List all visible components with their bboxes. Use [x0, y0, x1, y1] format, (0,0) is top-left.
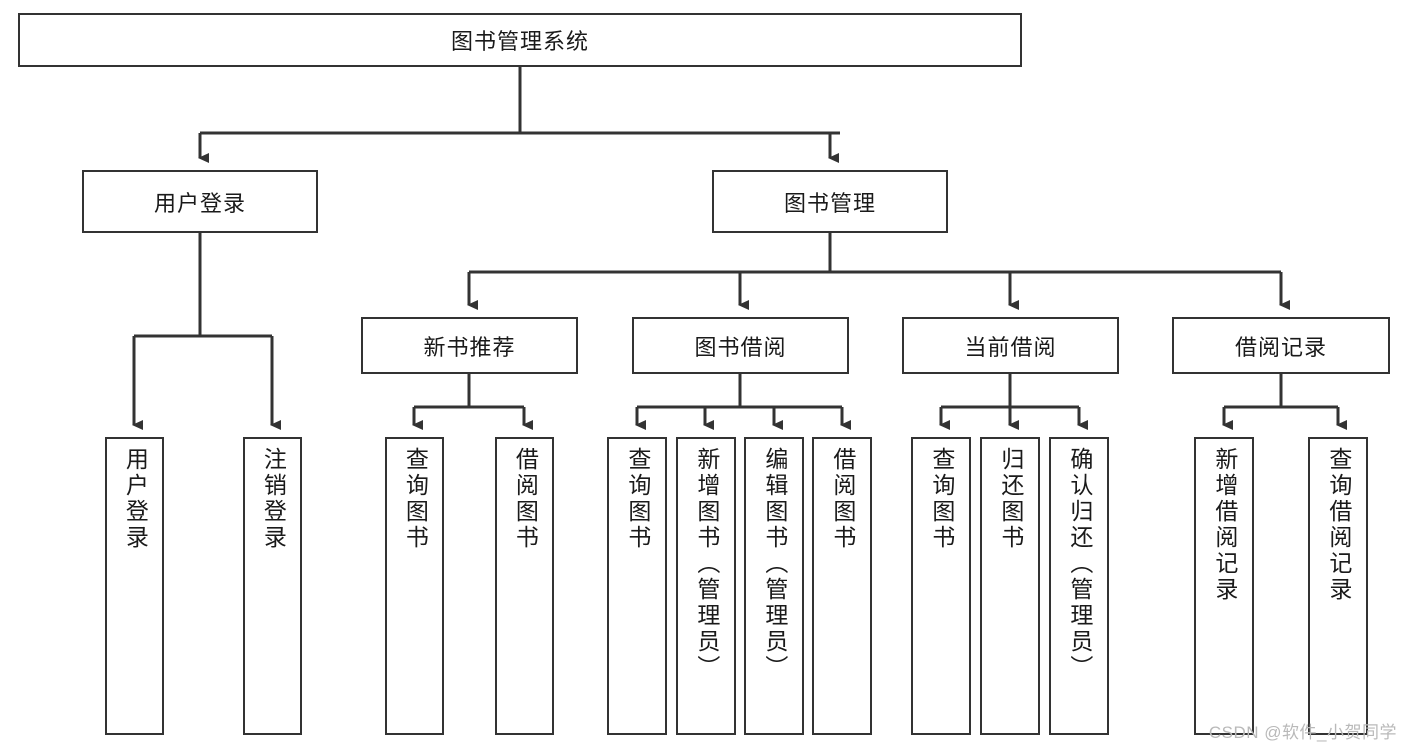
node-book-manage[interactable]: 图书管理 — [712, 170, 948, 233]
node-leaf-add-book[interactable]: 新增图书（管理员） — [676, 437, 736, 735]
node-borrow-record[interactable]: 借阅记录 — [1172, 317, 1390, 374]
node-book-manage-label: 图书管理 — [783, 190, 876, 216]
node-leaf-borrow-book-1-label: 借阅图书 — [512, 447, 539, 551]
node-user-login[interactable]: 用户登录 — [82, 170, 318, 233]
node-leaf-user-login-label: 用户登录 — [122, 447, 149, 551]
node-leaf-return-book[interactable]: 归还图书 — [980, 437, 1040, 735]
node-leaf-query-book-3-label: 查询图书 — [928, 447, 955, 551]
node-leaf-add-book-label: 新增图书（管理员） — [693, 447, 720, 681]
node-leaf-confirm-return-label: 确认归还（管理员） — [1066, 447, 1093, 681]
node-leaf-query-book-1[interactable]: 查询图书 — [385, 437, 444, 735]
node-current-borrow[interactable]: 当前借阅 — [902, 317, 1119, 374]
node-leaf-borrow-book-2-label: 借阅图书 — [829, 447, 856, 551]
node-leaf-return-book-label: 归还图书 — [997, 447, 1024, 551]
node-leaf-query-book-1-label: 查询图书 — [402, 447, 429, 551]
node-current-borrow-label: 当前借阅 — [964, 334, 1057, 360]
node-leaf-query-book-2[interactable]: 查询图书 — [607, 437, 667, 735]
node-leaf-edit-book[interactable]: 编辑图书（管理员） — [744, 437, 804, 735]
node-leaf-confirm-return[interactable]: 确认归还（管理员） — [1049, 437, 1109, 735]
csdn-watermark: CSDN @软件_小贺同学 — [1208, 723, 1397, 742]
node-new-book-recommend-label: 新书推荐 — [423, 334, 516, 360]
node-leaf-add-record[interactable]: 新增借阅记录 — [1194, 437, 1254, 735]
node-root-system-label: 图书管理系统 — [450, 29, 589, 54]
node-leaf-borrow-book-1[interactable]: 借阅图书 — [495, 437, 554, 735]
node-leaf-query-record[interactable]: 查询借阅记录 — [1308, 437, 1368, 735]
node-leaf-add-record-label: 新增借阅记录 — [1211, 447, 1238, 603]
node-new-book-recommend[interactable]: 新书推荐 — [361, 317, 578, 374]
node-user-login-label: 用户登录 — [153, 190, 246, 216]
node-leaf-edit-book-label: 编辑图书（管理员） — [761, 447, 788, 681]
node-book-borrow-label: 图书借阅 — [694, 334, 787, 360]
node-leaf-logout-login[interactable]: 注销登录 — [243, 437, 302, 735]
node-leaf-query-book-2-label: 查询图书 — [624, 447, 651, 551]
node-leaf-user-login[interactable]: 用户登录 — [105, 437, 164, 735]
node-book-borrow[interactable]: 图书借阅 — [632, 317, 849, 374]
node-leaf-borrow-book-2[interactable]: 借阅图书 — [812, 437, 872, 735]
node-borrow-record-label: 借阅记录 — [1234, 334, 1327, 360]
node-leaf-logout-login-label: 注销登录 — [260, 447, 287, 551]
node-leaf-query-record-label: 查询借阅记录 — [1325, 447, 1352, 603]
node-leaf-query-book-3[interactable]: 查询图书 — [911, 437, 971, 735]
node-root-system[interactable]: 图书管理系统 — [18, 13, 1022, 67]
